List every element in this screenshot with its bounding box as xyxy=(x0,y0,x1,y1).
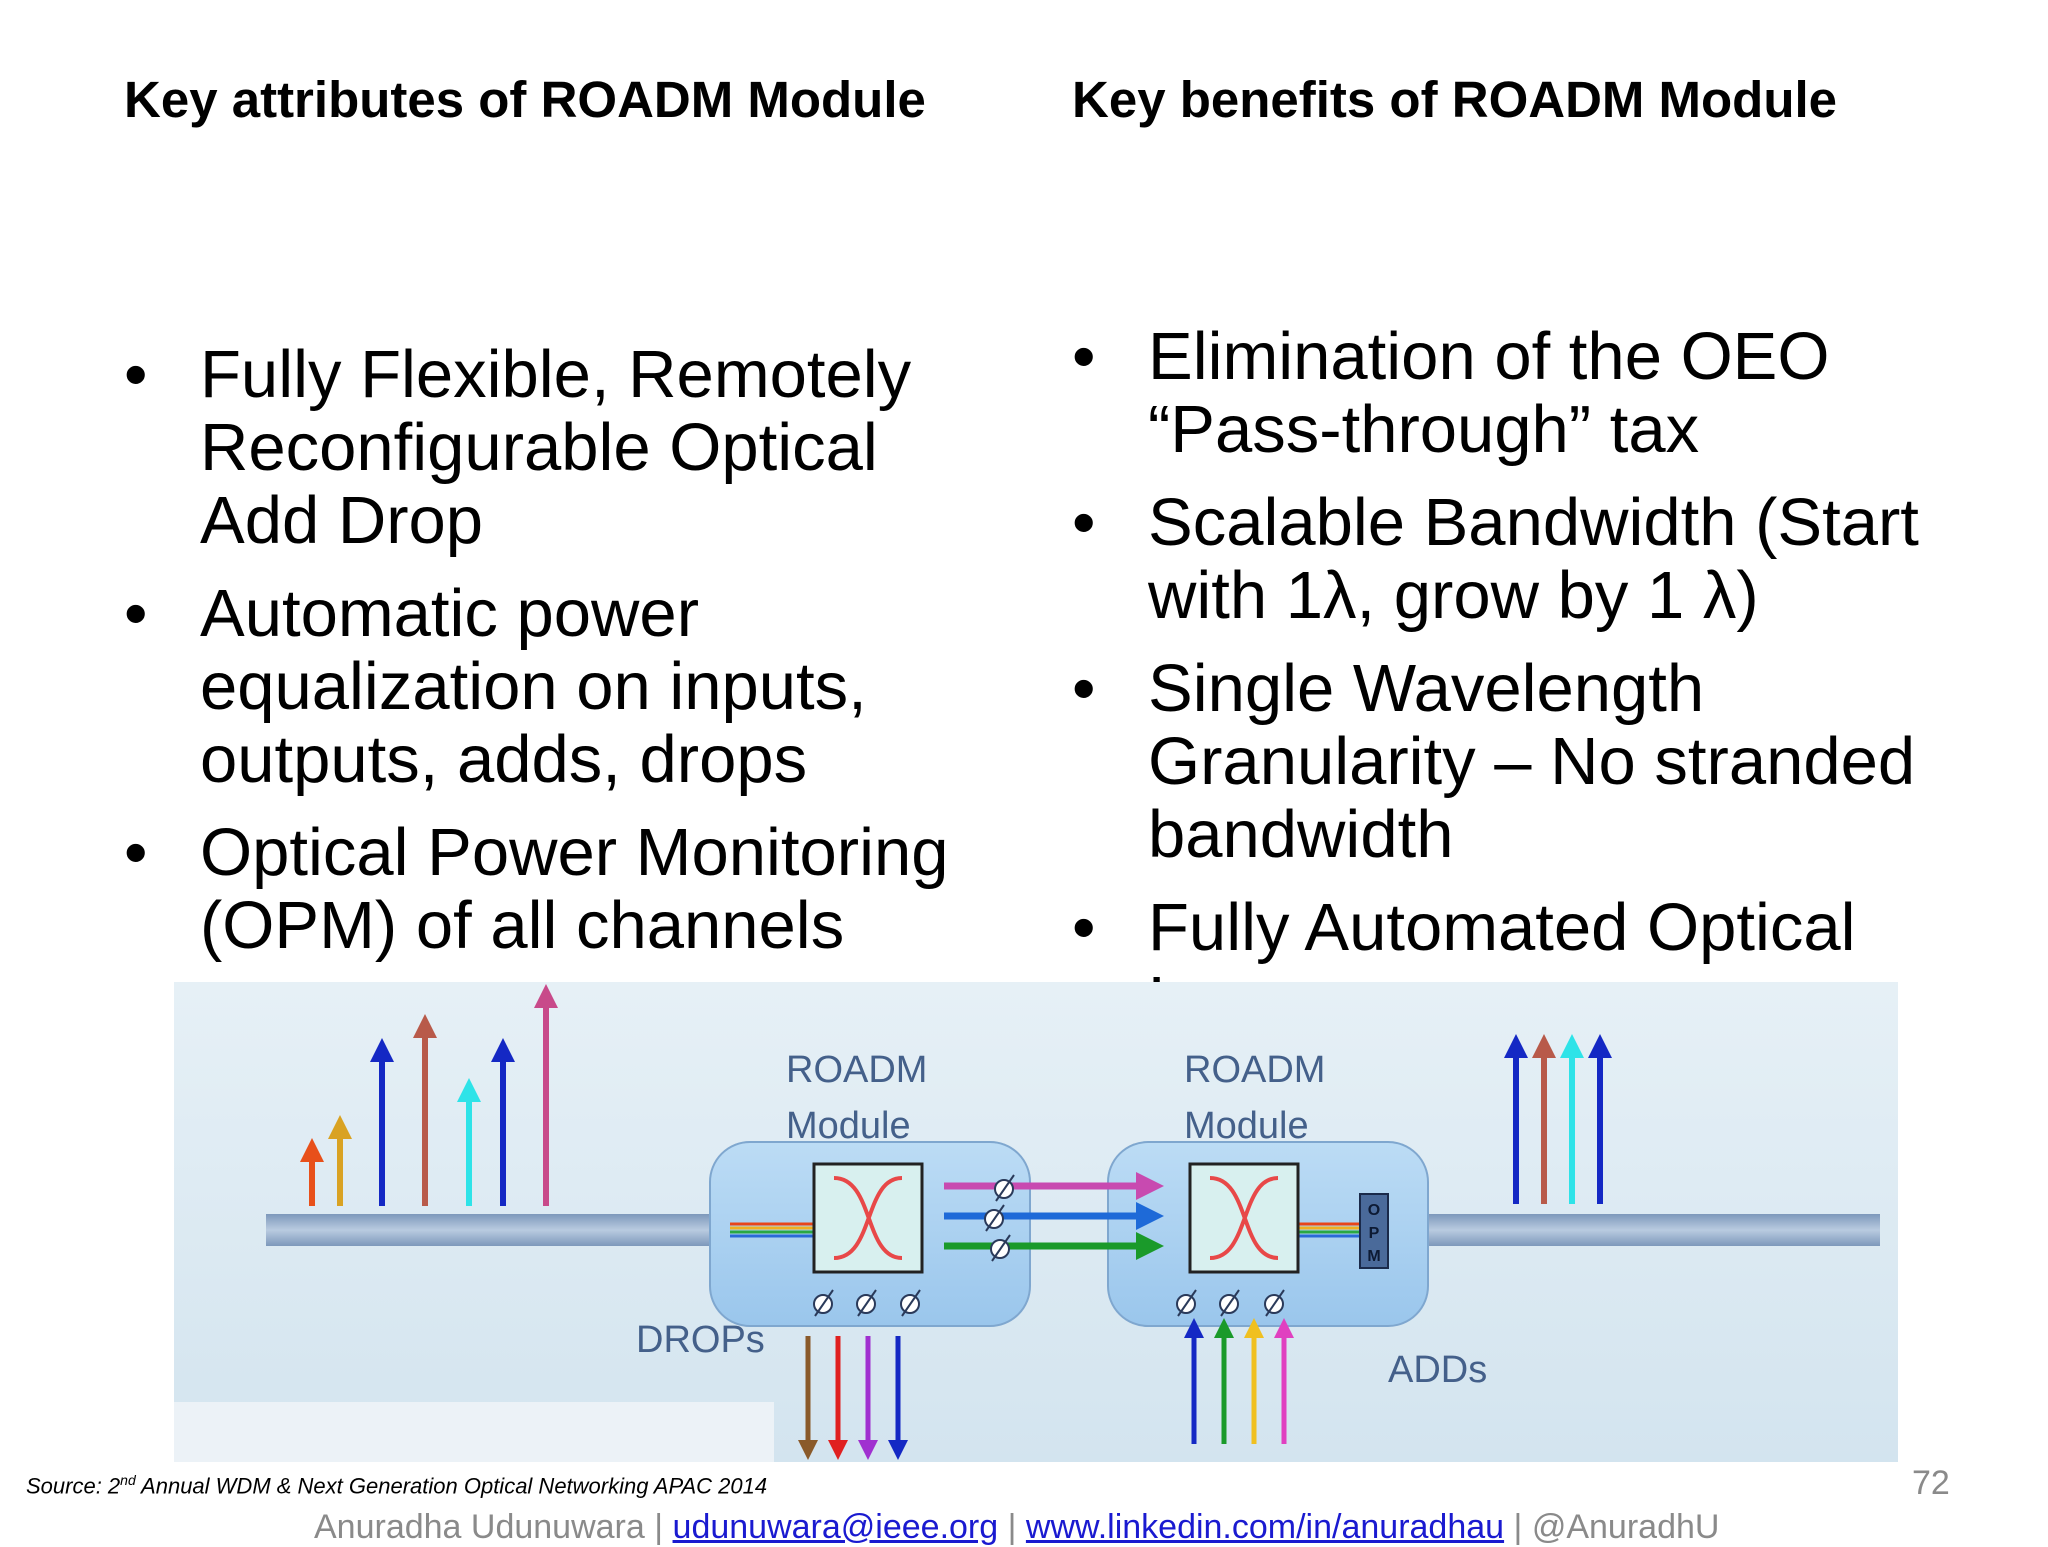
module-left-label-1: ROADM xyxy=(786,1049,927,1091)
add-arrows xyxy=(1184,1318,1294,1444)
switch-right xyxy=(1188,1162,1300,1274)
drop-arrows xyxy=(798,1336,908,1460)
right-heading: Key benefits of ROADM Module xyxy=(1072,71,1838,128)
module-right-label-2: Module xyxy=(1184,1105,1309,1147)
bullet-icon: • xyxy=(1072,890,1096,965)
attenuator-slash xyxy=(1220,1289,1240,1317)
left-heading: Key attributes of ROADM Module xyxy=(124,71,926,128)
opm-letter: M xyxy=(1367,1248,1380,1265)
switch-x-icon xyxy=(1209,1176,1279,1260)
opm-letter: P xyxy=(1369,1225,1380,1242)
attributes-list: • Fully Flexible, Remotely Reconfigurable… xyxy=(124,338,1024,982)
bullet-icon: • xyxy=(1072,651,1096,726)
switch-left xyxy=(812,1162,924,1274)
attenuator-slash xyxy=(985,1204,1005,1232)
bullet-text: Fully Flexible, Remotely Reconfigurable … xyxy=(200,337,912,558)
bullet-icon: • xyxy=(1072,319,1096,394)
fiber-right xyxy=(1414,1214,1880,1246)
adds-label: ADDs xyxy=(1388,1349,1487,1391)
bullet-text: Automatic power equalization on inputs, … xyxy=(200,576,867,797)
module-right-label-1: ROADM xyxy=(1184,1049,1325,1091)
fiber-left xyxy=(266,1214,730,1246)
source-rest: Annual WDM & Next Generation Optical Net… xyxy=(135,1473,768,1499)
linkedin-link[interactable]: www.linkedin.com/in/anuradhau xyxy=(1025,1508,1505,1546)
bullet-icon: • xyxy=(1072,485,1096,560)
footer-separator: | xyxy=(1007,1508,1017,1546)
bullet-text: Optical Power Monitoring (OPM) of all ch… xyxy=(200,815,949,963)
page-number: 72 xyxy=(1912,1464,1950,1502)
roadm-diagram: O P M xyxy=(174,982,1898,1462)
attenuator-slash xyxy=(857,1289,877,1317)
list-item: • Optical Power Monitoring (OPM) of all c… xyxy=(124,816,1024,962)
input-channel-arrows xyxy=(300,984,558,1206)
bullet-text: Scalable Bandwidth (Start with 1λ, grow … xyxy=(1148,485,1919,633)
bullet-text: Single Wavelength Granularity – No stran… xyxy=(1148,651,1916,872)
list-item: • Scalable Bandwidth (Start with 1λ, grow… xyxy=(1072,486,1952,632)
list-item: • Fully Flexible, Remotely Reconfigurable… xyxy=(124,338,1024,557)
benefits-list: • Elimination of the OEO “Pass-through” t… xyxy=(1072,320,1952,1057)
attenuator-slash xyxy=(1265,1289,1285,1317)
attenuator-slash xyxy=(901,1289,921,1317)
attenuator-slash xyxy=(814,1289,834,1317)
bullet-icon: • xyxy=(124,337,148,412)
opm-letter: O xyxy=(1368,1202,1380,1219)
drops-label: DROPs xyxy=(636,1319,765,1361)
attenuator-slash xyxy=(991,1234,1011,1262)
attenuator-symbols xyxy=(813,1179,1284,1314)
express-lightpaths xyxy=(944,1172,1164,1260)
footer: Anuradha Udunuwara | udunuwara@ieee.org … xyxy=(314,1508,1719,1547)
bullet-icon: • xyxy=(124,576,148,651)
source-citation: Source: 2nd Annual WDM & Next Generation… xyxy=(26,1472,767,1499)
diagram-background-panel xyxy=(174,1402,774,1462)
attenuator-slashes xyxy=(814,1174,1285,1317)
attenuator-slash xyxy=(1177,1289,1197,1317)
list-item: • Single Wavelength Granularity – No stra… xyxy=(1072,652,1952,871)
rainbow-fiber-segments xyxy=(730,1222,1360,1238)
footer-handle: @AnuradhU xyxy=(1531,1508,1720,1546)
opm-box xyxy=(1359,1193,1389,1269)
email-link[interactable]: udunuwara@ieee.org xyxy=(672,1508,999,1546)
list-item: • Elimination of the OEO “Pass-through” t… xyxy=(1072,320,1952,466)
source-superscript: nd xyxy=(120,1472,136,1488)
footer-author: Anuradha Udunuwara | xyxy=(314,1508,664,1546)
footer-separator: | xyxy=(1513,1508,1523,1546)
source-prefix: Source: 2 xyxy=(26,1473,121,1499)
attenuator-slash xyxy=(995,1174,1015,1202)
bullet-icon: • xyxy=(124,815,148,890)
output-channel-arrows xyxy=(1504,1034,1612,1204)
list-item: • Automatic power equalization on inputs,… xyxy=(124,577,1024,796)
module-left-label-2: Module xyxy=(786,1105,911,1147)
bullet-text: Elimination of the OEO “Pass-through” ta… xyxy=(1148,319,1830,467)
switch-x-icon xyxy=(833,1176,903,1260)
